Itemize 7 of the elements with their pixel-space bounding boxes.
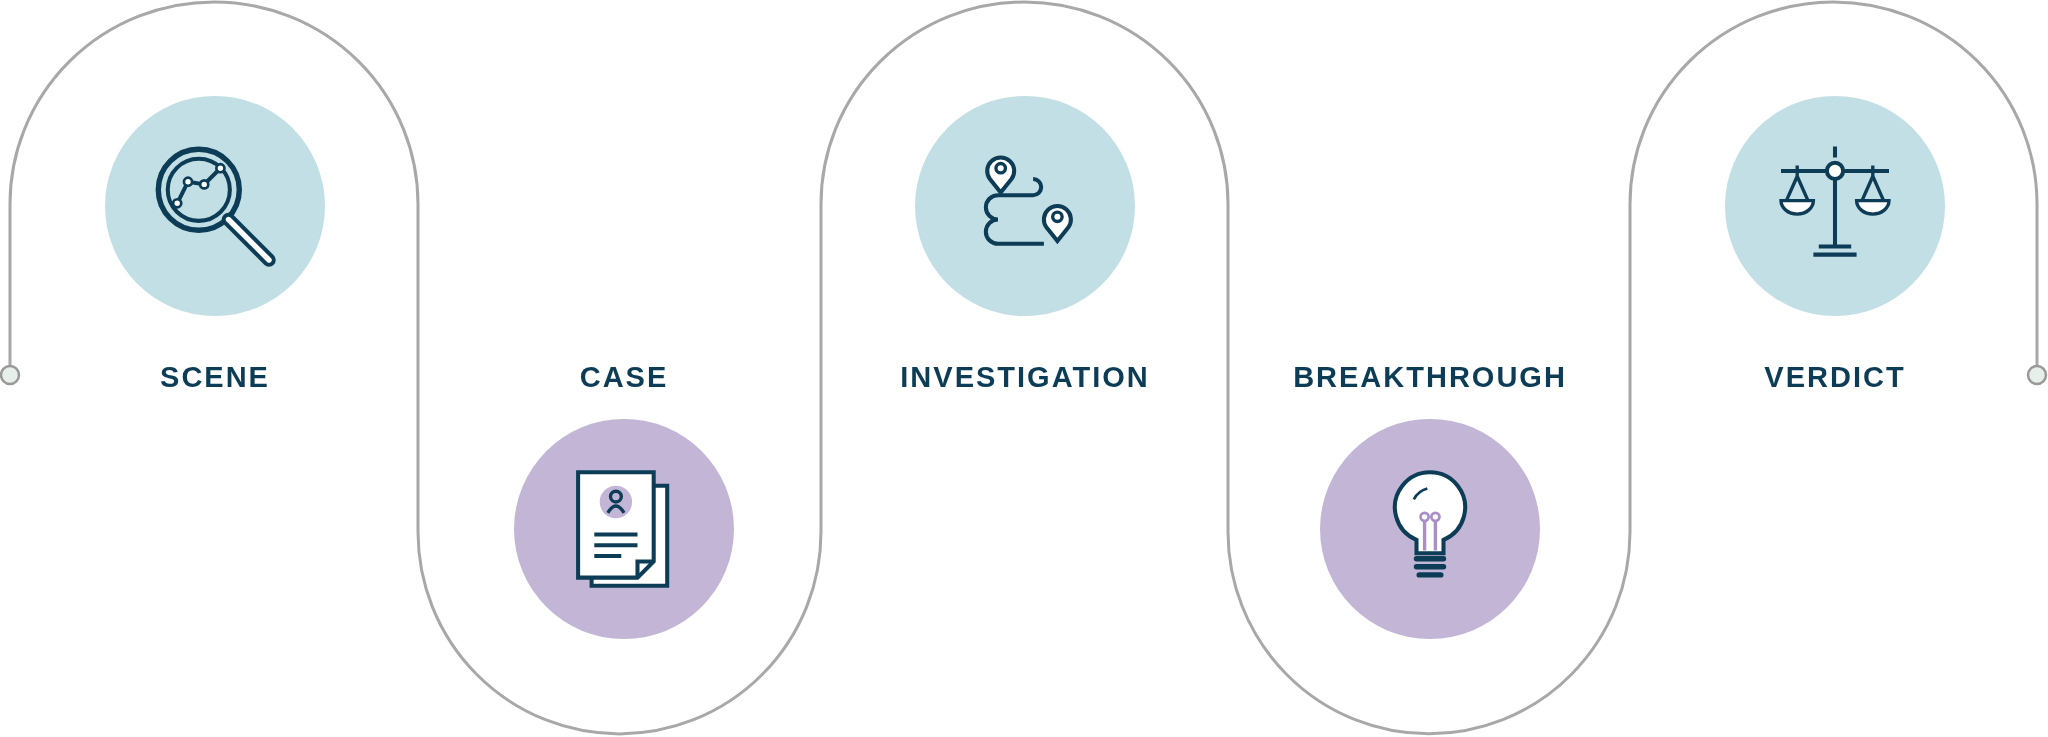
end-dot xyxy=(2027,365,2047,385)
step-label: SCENE xyxy=(160,360,270,394)
step-label: INVESTIGATION xyxy=(900,360,1150,394)
connector-line xyxy=(8,2,2039,734)
step-label: VERDICT xyxy=(1764,360,1906,394)
step-label: BREAKTHROUGH xyxy=(1293,360,1567,394)
step-label: CASE xyxy=(579,360,669,394)
